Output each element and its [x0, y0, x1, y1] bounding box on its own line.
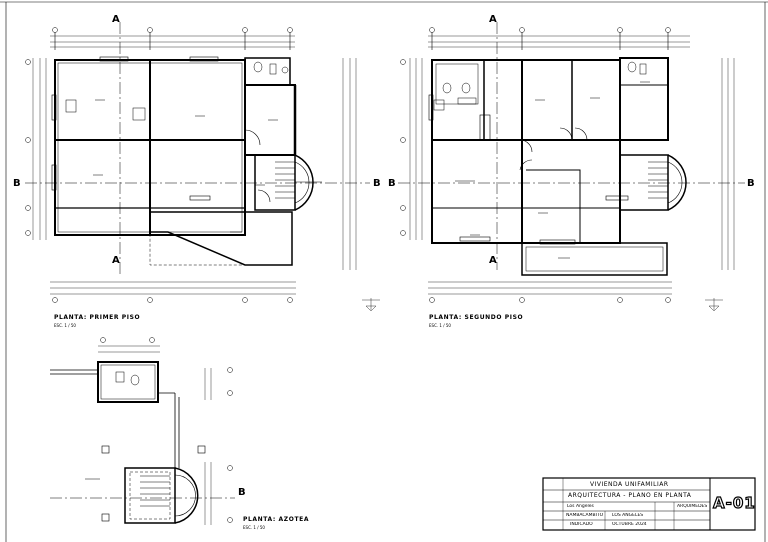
- title-block-reference: ARQUIMEDES: [677, 504, 708, 509]
- title-block-format: INDICADO: [570, 522, 593, 527]
- section-mark-b-roof: B: [238, 487, 246, 498]
- section-mark-a-top-first: A: [112, 14, 120, 25]
- title-block-city: LOS ANGELES: [612, 513, 644, 518]
- roof-plan-title: PLANTA: AZOTEA: [243, 516, 310, 523]
- first-floor-plan-scale: ESC. 1 / 50: [54, 323, 76, 328]
- roof-plan: [50, 337, 235, 525]
- section-mark-b-right-first: B: [373, 178, 381, 189]
- roof-plan-scale: ESC. 1 / 50: [243, 525, 265, 530]
- second-floor-plan-title: PLANTA: SEGUNDO PISO: [429, 314, 524, 321]
- title-block-location: Los Ángeles: [567, 504, 594, 509]
- title-block-district: NAMBACAMBITO: [566, 513, 604, 518]
- section-mark-b-left-second: B: [388, 178, 396, 189]
- title-block-subject: ARQUITECTURA - PLANO EN PLANTA: [568, 492, 692, 499]
- first-floor-plan-title: PLANTA: PRIMER PISO: [54, 314, 141, 321]
- section-mark-a-bottom-first: A: [112, 255, 120, 266]
- section-mark-b-right-second: B: [747, 178, 755, 189]
- second-floor-plan-scale: ESC. 1 / 50: [429, 323, 451, 328]
- title-block-frame: [542, 477, 756, 531]
- first-floor-plan: [25, 22, 380, 312]
- section-mark-a-top-second: A: [489, 14, 497, 25]
- section-mark-a-bottom-second: A: [489, 255, 497, 266]
- section-mark-b-left-first: B: [13, 178, 21, 189]
- title-block-date: OCTUBRE 2024: [612, 522, 647, 527]
- second-floor-plan: [398, 22, 745, 312]
- sheet-code: A-01: [712, 493, 756, 512]
- title-block-project: VIVIENDA UNIFAMILIAR: [590, 481, 669, 488]
